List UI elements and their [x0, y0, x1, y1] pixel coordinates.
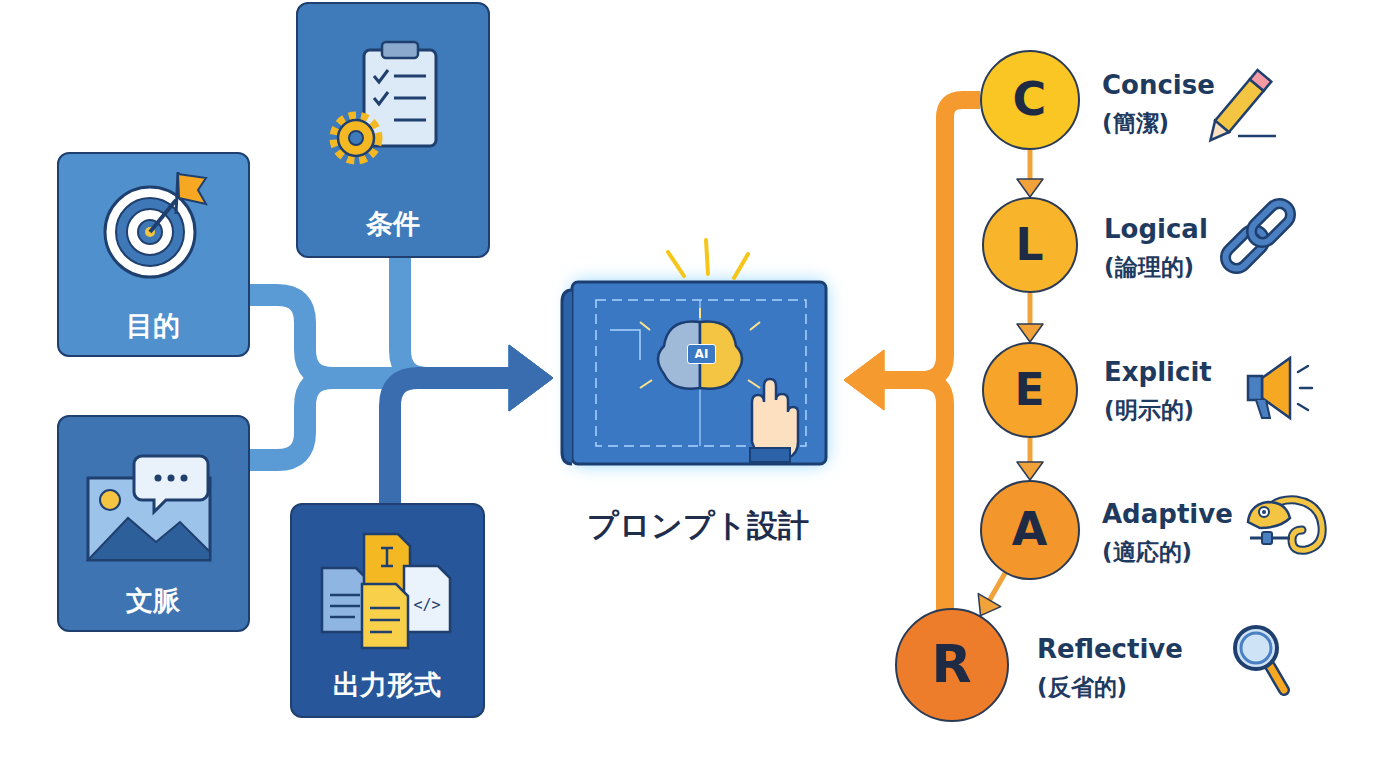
- connector-line: [1028, 150, 1033, 182]
- magnifier-icon: [1235, 627, 1284, 690]
- circle-letter: A: [982, 482, 1077, 577]
- arrow-head: [844, 350, 884, 410]
- principle-name: Explicit: [1104, 357, 1212, 387]
- link-icon: [1221, 199, 1295, 273]
- circle-letter: C: [982, 52, 1077, 147]
- connector-arrow: [844, 350, 945, 611]
- arrow-head: [509, 345, 553, 411]
- node-label: 条件: [298, 206, 487, 242]
- letter-circle: CConcise(簡潔): [980, 50, 1080, 150]
- principle-name: Reflective: [1037, 634, 1183, 664]
- principle-gloss: (簡潔): [1102, 108, 1169, 139]
- documents-icon: </>: [322, 534, 450, 648]
- node-label: 文脈: [59, 583, 247, 619]
- letter-circle: AAdaptive(適応的): [980, 480, 1080, 580]
- connector-line: [250, 295, 516, 378]
- arrow-head: [1017, 179, 1043, 197]
- letter-circle: LLogical(論理的): [982, 197, 1078, 293]
- connector-line: [1028, 438, 1033, 465]
- principle-gloss: (適応的): [1102, 537, 1192, 568]
- ai-badge: AI: [687, 344, 716, 364]
- context-icon: [88, 456, 210, 560]
- circle-letter: E: [984, 344, 1075, 435]
- principle-gloss: (明示的): [1104, 395, 1194, 426]
- connector-arrow: [1017, 150, 1043, 197]
- connector-arrow: [978, 573, 1005, 615]
- arrow-head: [509, 345, 553, 411]
- principle-gloss: (反省的): [1037, 672, 1127, 703]
- connector-line: [878, 380, 945, 611]
- arrow-head: [1017, 462, 1043, 480]
- target-icon: [105, 172, 206, 277]
- process-box: 条件: [296, 2, 490, 258]
- arrow-head: [1017, 324, 1043, 342]
- pencil-icon: [1204, 70, 1276, 146]
- chameleon-icon: [1248, 500, 1322, 550]
- connector-line: [878, 100, 980, 380]
- connector-arrow: [844, 100, 980, 410]
- connector-arrow: [1017, 438, 1043, 480]
- connector-arrow: [250, 345, 553, 460]
- process-box: 文脈: [57, 415, 250, 632]
- letter-circle: RReflective(反省的): [895, 608, 1009, 722]
- connector-arrow: [1017, 293, 1043, 342]
- process-box: 出力形式: [290, 503, 485, 718]
- circle-letter: L: [984, 199, 1075, 290]
- blueprint-illustration: [562, 240, 826, 464]
- node-label: 出力形式: [292, 667, 482, 703]
- connector-arrow: [390, 345, 553, 503]
- code-glyph: </>: [413, 596, 440, 614]
- connector-line: [1028, 293, 1033, 327]
- node-label: 目的: [59, 308, 247, 344]
- arrow-head: [978, 594, 1001, 616]
- megaphone-icon: [1248, 358, 1312, 418]
- connector-line: [390, 378, 516, 503]
- process-box: 目的: [57, 152, 250, 357]
- principle-name: Concise: [1102, 70, 1215, 100]
- principle-name: Logical: [1104, 214, 1208, 244]
- arrow-head: [844, 350, 884, 410]
- clipboard-icon: [334, 42, 436, 160]
- blueprint-node: プロンプト設計: [565, 275, 830, 470]
- connector-line: [400, 258, 516, 378]
- connector-line: [988, 573, 1005, 602]
- arrow-head: [509, 345, 553, 411]
- node-label: プロンプト設計: [550, 505, 845, 547]
- letter-circle: EExplicit(明示的): [982, 342, 1078, 438]
- arrow-head: [509, 345, 553, 411]
- circle-letter: R: [897, 610, 1006, 719]
- principle-name: Adaptive: [1102, 499, 1233, 529]
- principle-gloss: (論理的): [1104, 252, 1194, 283]
